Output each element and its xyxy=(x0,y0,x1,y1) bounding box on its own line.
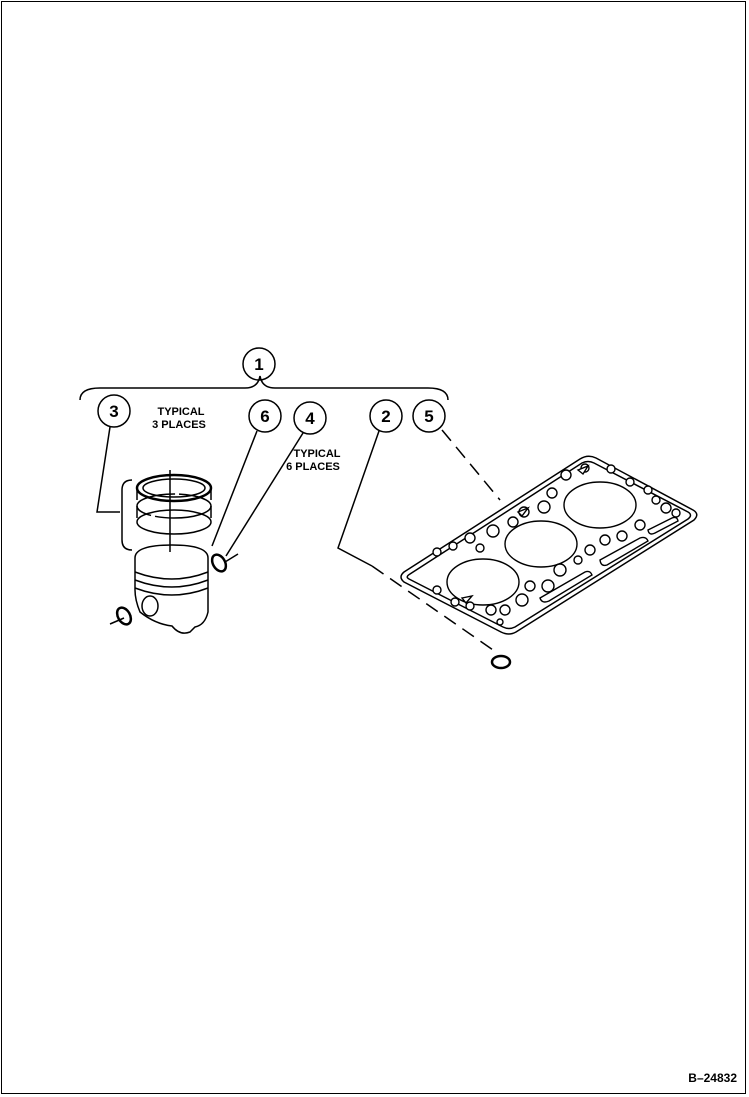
o-ring xyxy=(490,654,512,670)
callout-5: 5 xyxy=(412,399,446,433)
clip-right xyxy=(210,553,228,573)
callout-3-label: 3 xyxy=(109,402,118,421)
callout-2: 2 xyxy=(369,399,403,433)
head-gasket xyxy=(400,455,698,635)
callout-5-label: 5 xyxy=(424,407,433,426)
callout-6: 6 xyxy=(248,399,282,433)
note-clips-line1: TYPICAL xyxy=(293,448,340,460)
note-rings-line2: 3 PLACES xyxy=(152,419,206,431)
leader-lines xyxy=(96,426,501,653)
callout-2-label: 2 xyxy=(381,407,390,426)
note-rings-line1: TYPICAL xyxy=(157,406,204,418)
clip-left xyxy=(115,606,133,626)
note-clips-line2: 6 PLACES xyxy=(286,461,340,473)
kit-brace xyxy=(79,375,449,401)
note-rings: TYPICAL 3 PLACES xyxy=(152,406,206,431)
figure-id: B–24832 xyxy=(688,1071,737,1085)
callout-4-label: 4 xyxy=(305,409,315,428)
callout-1-label: 1 xyxy=(254,355,263,374)
callout-3: 3 xyxy=(97,394,131,428)
callout-6-label: 6 xyxy=(260,407,269,426)
callout-1: 1 xyxy=(242,347,276,381)
callout-4: 4 xyxy=(293,401,327,435)
piston-assembly xyxy=(134,470,213,634)
note-clips: TYPICAL 6 PLACES xyxy=(286,448,341,473)
